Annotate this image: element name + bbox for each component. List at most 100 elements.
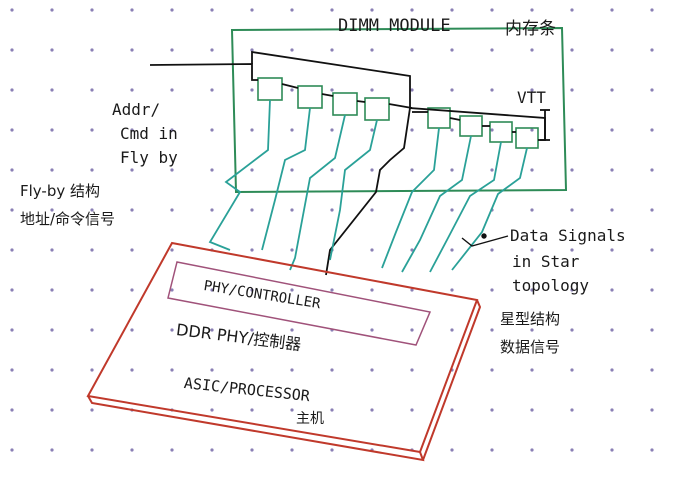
grid-dot	[370, 408, 374, 412]
grid-dot	[130, 128, 134, 132]
addr-label-line-2: Cmd in	[120, 124, 178, 143]
dram-chip	[364, 97, 390, 121]
grid-dot	[610, 168, 614, 172]
grid-dot	[170, 288, 174, 292]
grid-dot	[50, 8, 54, 12]
grid-dot	[250, 8, 254, 12]
grid-dot	[490, 288, 494, 292]
grid-dot	[90, 248, 94, 252]
grid-dot	[170, 88, 174, 92]
grid-dot	[130, 208, 134, 212]
grid-dot	[50, 248, 54, 252]
grid-dot	[50, 328, 54, 332]
grid-dot	[530, 88, 534, 92]
grid-dot	[130, 48, 134, 52]
grid-dot	[130, 248, 134, 252]
grid-dot	[250, 448, 254, 452]
data-signal-cn: 数据信号	[500, 338, 561, 356]
grid-dot	[330, 168, 334, 172]
grid-dot	[610, 208, 614, 212]
grid-dot	[210, 328, 214, 332]
grid-dot	[290, 248, 294, 252]
grid-dot	[650, 328, 654, 332]
grid-dot	[210, 168, 214, 172]
flyby-structure-label: Fly-by 结构	[20, 182, 100, 200]
grid-dot	[90, 448, 94, 452]
grid-dot	[50, 288, 54, 292]
grid-dot	[250, 288, 254, 292]
grid-dot	[210, 8, 214, 12]
grid-dot	[50, 168, 54, 172]
grid-dot	[610, 448, 614, 452]
grid-dot	[130, 328, 134, 332]
grid-dot	[330, 208, 334, 212]
grid-dot	[410, 248, 414, 252]
grid-dot	[10, 248, 14, 252]
grid-dot	[650, 168, 654, 172]
grid-dot	[10, 448, 14, 452]
grid-dot	[10, 408, 14, 412]
grid-dot	[570, 128, 574, 132]
grid-dot	[370, 128, 374, 132]
grid-dot	[450, 48, 454, 52]
grid-dot	[210, 48, 214, 52]
grid-dot	[410, 128, 414, 132]
data-signals-label-line-1: Data Signals	[510, 226, 626, 245]
grid-dot	[330, 448, 334, 452]
grid-dot	[610, 48, 614, 52]
grid-dot	[650, 368, 654, 372]
grid-dot	[170, 248, 174, 252]
grid-dot	[50, 448, 54, 452]
grid-dot	[290, 328, 294, 332]
grid-dot	[10, 328, 14, 332]
grid-dot	[50, 88, 54, 92]
grid-dot	[330, 408, 334, 412]
grid-dot	[170, 128, 174, 132]
grid-dot	[130, 448, 134, 452]
grid-dot	[570, 88, 574, 92]
grid-dot	[210, 368, 214, 372]
addr-label-line-3: Fly by	[120, 148, 178, 167]
grid-dot	[570, 8, 574, 12]
grid-dot	[370, 48, 374, 52]
grid-dot	[170, 448, 174, 452]
grid-dot	[50, 48, 54, 52]
grid-dot	[250, 368, 254, 372]
grid-dot	[650, 128, 654, 132]
grid-dot	[650, 248, 654, 252]
grid-dot	[450, 88, 454, 92]
grid-dot	[290, 8, 294, 12]
grid-dot	[10, 48, 14, 52]
addr-label-line-1: Addr/	[112, 100, 161, 119]
grid-dot	[610, 8, 614, 12]
grid-dot	[90, 128, 94, 132]
grid-dot	[130, 288, 134, 292]
grid-dot	[10, 168, 14, 172]
grid-dot	[330, 88, 334, 92]
grid-dot	[650, 48, 654, 52]
grid-dot	[10, 8, 14, 12]
grid-dot	[450, 8, 454, 12]
grid-dot	[530, 168, 534, 172]
grid-dot	[450, 408, 454, 412]
grid-dot	[330, 8, 334, 12]
grid-dot	[610, 248, 614, 252]
grid-dot	[10, 368, 14, 372]
grid-dot	[410, 368, 414, 372]
grid-dot	[210, 408, 214, 412]
grid-dot	[530, 208, 534, 212]
flyby-address-bus	[149, 50, 550, 276]
grid-dot	[370, 328, 374, 332]
grid-dot	[370, 88, 374, 92]
grid-dot	[650, 88, 654, 92]
grid-dot	[290, 288, 294, 292]
grid-dot	[10, 128, 14, 132]
grid-dot	[490, 8, 494, 12]
grid-dot	[490, 408, 494, 412]
grid-dot	[490, 48, 494, 52]
grid-dot	[570, 208, 574, 212]
grid-dot	[450, 128, 454, 132]
grid-dot	[290, 168, 294, 172]
dram-chip	[515, 127, 539, 149]
